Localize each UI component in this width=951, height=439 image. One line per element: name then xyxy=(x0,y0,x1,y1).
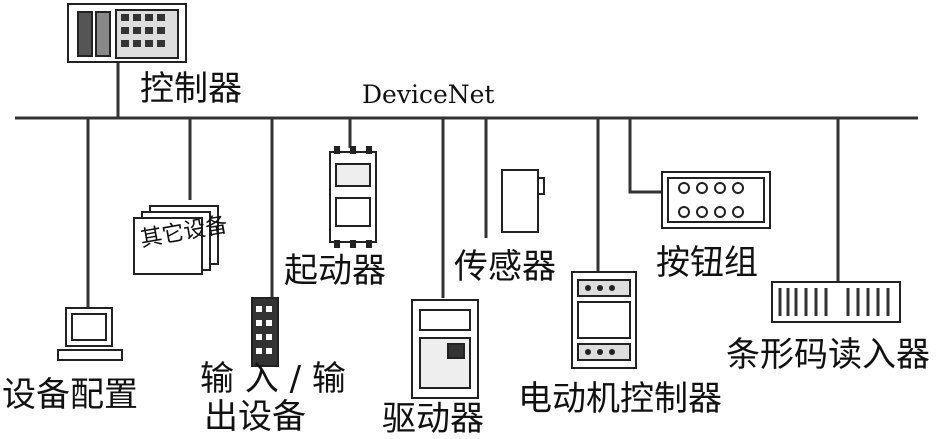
bus-label: DeviceNet xyxy=(362,80,495,109)
other-devices-icon xyxy=(133,205,219,275)
barcode-reader-label: 条形码读入器 xyxy=(726,335,930,375)
io-label-line1: 输 入 / 输 xyxy=(200,359,346,399)
sensor-label: 传感器 xyxy=(454,247,556,287)
drive-label: 驱动器 xyxy=(382,399,484,439)
starter-device-icon xyxy=(329,146,377,248)
motor-controller-label: 电动机控制器 xyxy=(518,379,722,419)
config-label: 设备配置 xyxy=(2,375,138,415)
starter-label: 起动器 xyxy=(284,251,386,291)
motor-controller-icon xyxy=(571,271,637,369)
sensor-device-icon xyxy=(501,169,545,233)
drive-device-icon xyxy=(411,299,479,399)
controller-device xyxy=(67,3,187,63)
io-label-line2: 出设备 xyxy=(204,397,306,437)
io-device-icon xyxy=(251,297,279,367)
controller-label: 控制器 xyxy=(140,69,242,109)
config-computer-icon xyxy=(57,307,123,361)
button-group-icon xyxy=(661,171,771,229)
barcode-reader-icon xyxy=(771,281,901,323)
button-group-label: 按钮组 xyxy=(656,243,758,283)
drop-buttons xyxy=(628,118,662,194)
